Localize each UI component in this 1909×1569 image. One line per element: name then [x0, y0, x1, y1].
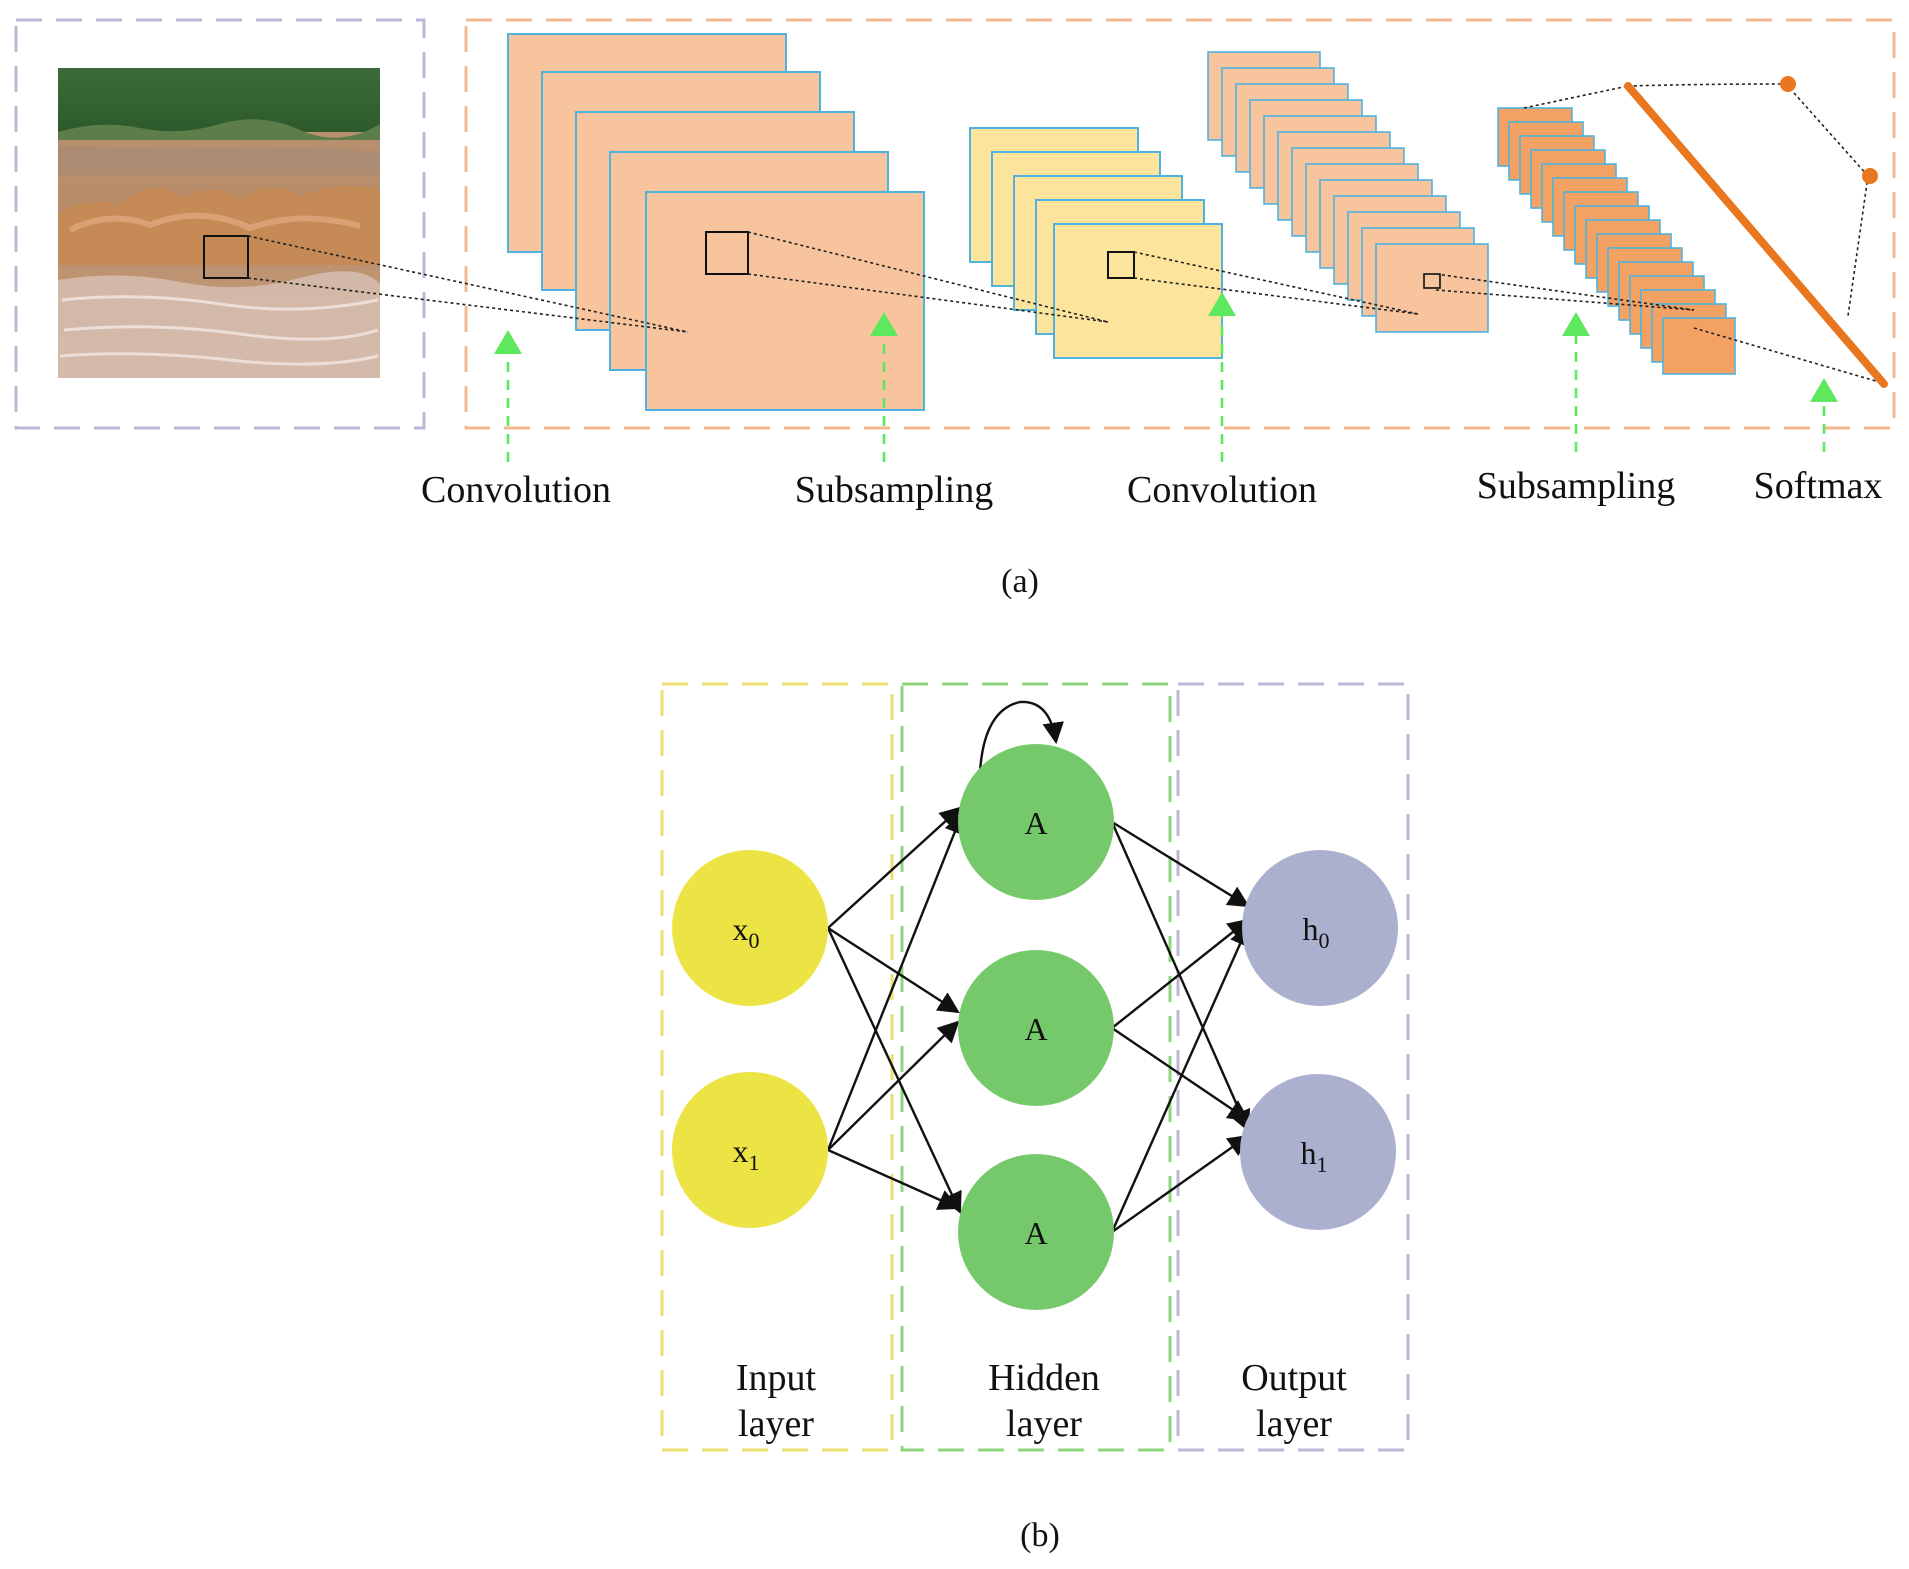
subsample2-maps [1497, 107, 1736, 375]
svg-text:A: A [1024, 805, 1047, 841]
output-layer-label-line1: Output [1241, 1357, 1347, 1399]
feature-map [1662, 317, 1736, 375]
green-arrowhead-icon [1208, 292, 1236, 316]
green-arrowhead-icon [1810, 378, 1838, 402]
recurrent-loop [978, 700, 1064, 773]
output-node-h0: h0 [1242, 850, 1398, 1006]
edge [826, 811, 965, 1151]
conv1-feature-maps [507, 33, 925, 411]
edge [1110, 924, 1250, 1233]
output-layer-frame [1176, 682, 1410, 1452]
caption-a: (a) [1001, 563, 1039, 600]
input-photo [58, 68, 380, 378]
input-layer-label-line1: Input [736, 1357, 817, 1399]
svg-text:A: A [1024, 1011, 1047, 1047]
hidden-node-2: A [958, 950, 1114, 1106]
input-node-x0: x0 [672, 850, 828, 1006]
edge [1111, 1027, 1250, 1122]
green-arrowhead-icon [870, 312, 898, 336]
conv2-feature-maps [1207, 51, 1489, 333]
edge [827, 806, 962, 929]
edge [1111, 918, 1250, 1029]
softmax-layer [1624, 76, 1888, 388]
hidden-layer-label-line2: layer [1006, 1403, 1082, 1445]
edge [827, 926, 960, 1014]
green-arrowhead-icon [1562, 312, 1590, 336]
green-arrowhead-icon [494, 330, 522, 354]
input-layer-label-line2: layer [738, 1403, 814, 1445]
kernel-box [1107, 251, 1135, 279]
svg-text:x0: x0 [733, 911, 760, 953]
edge [1111, 820, 1250, 908]
caption-b: (b) [1020, 1517, 1060, 1554]
edge [827, 1148, 960, 1210]
hidden-node-1: A [958, 744, 1114, 900]
stage-arrows [494, 292, 1838, 462]
kernel-box [705, 231, 749, 275]
kernel-box [1423, 273, 1441, 289]
stage-label-softmax: Softmax [1754, 465, 1883, 507]
feature-map [645, 191, 925, 411]
edge [1110, 821, 1251, 1132]
network-edges [826, 700, 1251, 1233]
stage-label-subsampling-2: Subsampling [1477, 465, 1675, 507]
edge [1111, 1134, 1250, 1233]
edge [827, 1020, 960, 1151]
hidden-node-3: A [958, 1154, 1114, 1310]
projection-lines [247, 83, 1887, 385]
edge [826, 927, 962, 1214]
receptive-field-box [203, 235, 249, 279]
stage-label-convolution-1: Convolution [421, 469, 611, 511]
stage-label-subsampling-1: Subsampling [795, 469, 993, 511]
svg-text:h1: h1 [1301, 1135, 1328, 1177]
svg-text:x1: x1 [733, 1133, 760, 1175]
input-layer-frame [660, 682, 894, 1452]
softmax-node [1780, 76, 1796, 92]
svg-text:A: A [1024, 1215, 1047, 1251]
output-layer-label-line2: layer [1256, 1403, 1332, 1445]
panel-a: Convolution Subsampling Convolution Subs… [14, 18, 1896, 600]
softmax-node [1862, 168, 1878, 184]
hidden-layer-label-line1: Hidden [988, 1357, 1100, 1399]
stage-label-convolution-2: Convolution [1127, 469, 1317, 511]
subsample1-maps [969, 127, 1223, 359]
output-node-h1: h1 [1240, 1074, 1396, 1230]
input-node-x1: x1 [672, 1072, 828, 1228]
input-image-frame [14, 18, 426, 430]
panel-b: x0 x1 A A A h0 h1 Input layer Hidden [660, 682, 1410, 1554]
svg-text:h0: h0 [1303, 911, 1330, 953]
